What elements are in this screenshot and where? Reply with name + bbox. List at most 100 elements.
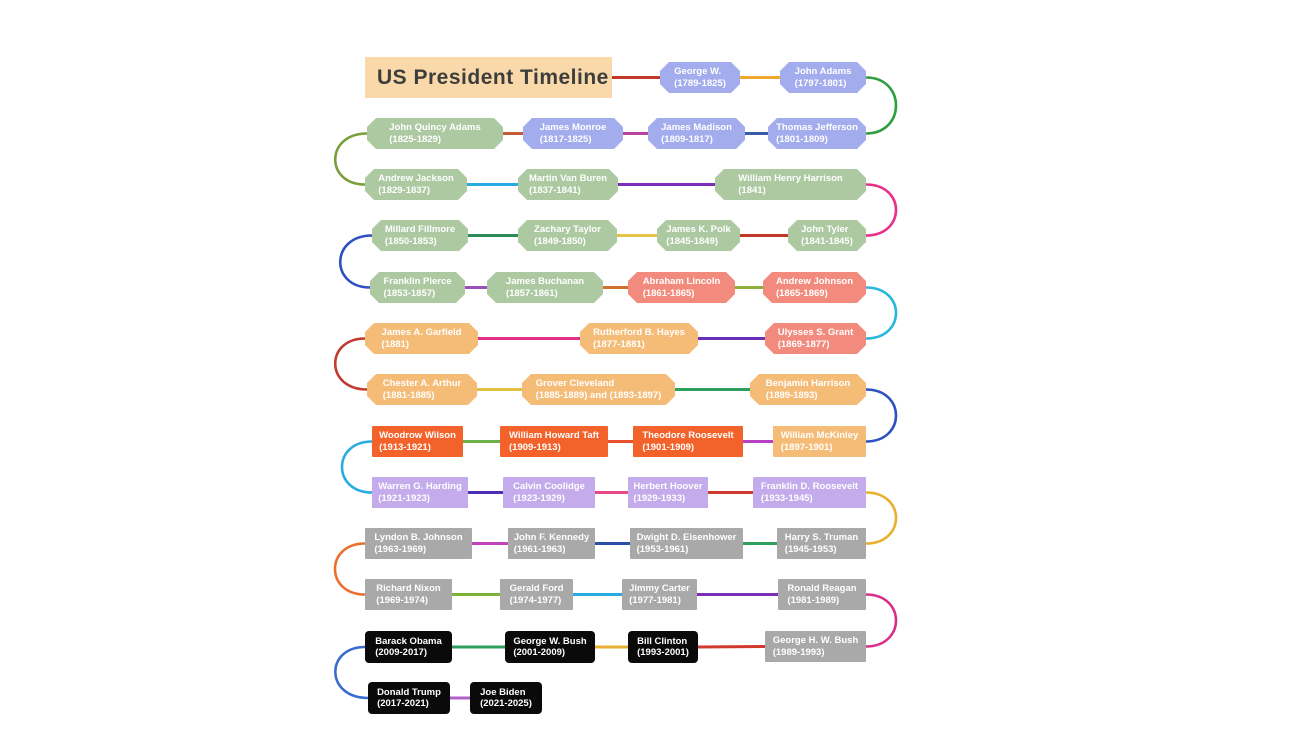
president-label: Rutherford B. Hayes(1877-1881) <box>588 327 690 350</box>
president-label: James K. Polk(1845-1849) <box>661 224 735 247</box>
president-label: Donald Trump(2017-2021) <box>372 687 446 710</box>
president-node-clinton[interactable]: Bill Clinton(1993-2001) <box>628 631 698 663</box>
president-dates: (1797-1801) <box>794 77 847 89</box>
president-dates: (1901-1909) <box>642 441 695 453</box>
president-node-mckinley[interactable]: William McKinley(1897-1901) <box>773 426 866 457</box>
president-name: James K. Polk <box>666 224 731 235</box>
president-node-reagan[interactable]: Ronald Reagan(1981-1989) <box>778 579 866 610</box>
president-node-taylor[interactable]: Zachary Taylor(1849-1850) <box>518 220 617 251</box>
president-name: Herbert Hoover <box>633 481 703 492</box>
president-node-hayes[interactable]: Rutherford B. Hayes(1877-1881) <box>580 323 698 354</box>
president-node-bharrison[interactable]: Benjamin Harrison(1889-1893) <box>750 374 866 405</box>
president-node-nixon[interactable]: Richard Nixon(1969-1974) <box>365 579 452 610</box>
president-node-wilson[interactable]: Woodrow Wilson(1913-1921) <box>372 426 463 457</box>
curve-connector <box>865 183 898 237</box>
president-dates: (1841) <box>738 184 766 196</box>
president-dates: (1841-1845) <box>801 235 853 247</box>
president-node-hoover[interactable]: Herbert Hoover(1929-1933) <box>628 477 708 508</box>
president-node-eisenhower[interactable]: Dwight D. Eisenhower(1953-1961) <box>630 528 743 559</box>
president-node-grant[interactable]: Ulysses S. Grant(1869-1877) <box>765 323 866 354</box>
president-name: John F. Kennedy <box>513 532 590 543</box>
president-label: William Henry Harrison(1841) <box>733 173 847 196</box>
president-dates: (1885-1889) and (1893-1897) <box>535 389 662 401</box>
president-node-madison[interactable]: James Madison(1809-1817) <box>648 118 745 149</box>
president-label: Calvin Coolidge(1923-1929) <box>508 481 590 504</box>
president-name: Thomas Jefferson <box>776 122 858 133</box>
president-node-monroe[interactable]: James Monroe(1817-1825) <box>523 118 623 149</box>
president-node-trump[interactable]: Donald Trump(2017-2021) <box>368 682 450 714</box>
president-node-coolidge[interactable]: Calvin Coolidge(1923-1929) <box>503 477 595 508</box>
president-dates: (1969-1974) <box>376 594 429 606</box>
president-node-obama[interactable]: Barack Obama(2009-2017) <box>365 631 452 663</box>
president-node-truman[interactable]: Harry S. Truman(1945-1953) <box>777 528 866 559</box>
curve-connector <box>865 286 898 340</box>
president-node-lbj[interactable]: Lyndon B. Johnson(1963-1969) <box>365 528 472 559</box>
curve-connector <box>340 440 373 494</box>
president-dates: (1850-1853) <box>384 235 437 247</box>
president-node-cleveland[interactable]: Grover Cleveland(1885-1889) and (1893-18… <box>522 374 675 405</box>
president-node-biden[interactable]: Joe Biden(2021-2025) <box>470 682 542 714</box>
president-node-ghwbush[interactable]: George H. W. Bush(1989-1993) <box>765 631 866 662</box>
president-node-taft[interactable]: William Howard Taft(1909-1913) <box>500 426 608 457</box>
president-dates: (1825-1829) <box>389 133 442 145</box>
president-dates: (1909-1913) <box>509 441 561 453</box>
president-dates: (1837-1841) <box>528 184 581 196</box>
president-node-buchanan[interactable]: James Buchanan(1857-1861) <box>487 272 603 303</box>
president-dates: (1853-1857) <box>383 287 436 299</box>
president-node-pierce[interactable]: Franklin Pierce(1853-1857) <box>370 272 465 303</box>
president-label: James Madison(1809-1817) <box>656 122 737 145</box>
president-dates: (1829-1837) <box>378 184 431 196</box>
curve-connector <box>865 76 898 135</box>
president-name: Grover Cleveland <box>535 378 615 389</box>
president-node-jqadams[interactable]: John Quincy Adams(1825-1829) <box>367 118 503 149</box>
president-node-jackson[interactable]: Andrew Jackson(1829-1837) <box>365 169 467 200</box>
president-node-vanburen[interactable]: Martin Van Buren(1837-1841) <box>518 169 618 200</box>
president-label: James Monroe(1817-1825) <box>535 122 612 145</box>
president-label: John Quincy Adams(1825-1829) <box>384 122 486 145</box>
president-label: Barack Obama(2009-2017) <box>370 636 447 659</box>
president-node-kennedy[interactable]: John F. Kennedy(1961-1963) <box>508 528 595 559</box>
president-label: William McKinley(1897-1901) <box>776 430 864 453</box>
president-node-arthur[interactable]: Chester A. Arthur(1881-1885) <box>367 374 477 405</box>
president-node-adams[interactable]: John Adams(1797-1801) <box>780 62 866 93</box>
president-name: Martin Van Buren <box>528 173 608 184</box>
president-node-harding[interactable]: Warren G. Harding(1921-1923) <box>372 477 468 508</box>
president-node-polk[interactable]: James K. Polk(1845-1849) <box>657 220 740 251</box>
president-label: Franklin D. Roosevelt(1933-1945) <box>756 481 863 504</box>
president-node-lincoln[interactable]: Abraham Lincoln(1861-1865) <box>628 272 735 303</box>
president-node-whharrison[interactable]: William Henry Harrison(1841) <box>715 169 866 200</box>
president-label: Abraham Lincoln(1861-1865) <box>638 276 726 299</box>
president-name: Rutherford B. Hayes <box>593 327 685 338</box>
curve-connector <box>865 388 898 443</box>
president-node-ford[interactable]: Gerald Ford(1974-1977) <box>500 579 573 610</box>
president-node-troosevelt[interactable]: Theodore Roosevelt(1901-1909) <box>633 426 743 457</box>
president-label: Gerald Ford(1974-1977) <box>505 583 569 606</box>
president-label: John F. Kennedy(1961-1963) <box>509 532 594 555</box>
president-dates: (1849-1850) <box>534 235 586 247</box>
president-node-washington[interactable]: George W.(1789-1825) <box>660 62 740 93</box>
president-node-carter[interactable]: Jimmy Carter(1977-1981) <box>622 579 697 610</box>
president-node-jefferson[interactable]: Thomas Jefferson(1801-1809) <box>768 118 866 149</box>
title-shape[interactable]: US President Timeline <box>365 57 612 98</box>
president-name: Zachary Taylor <box>534 224 601 235</box>
page-title: US President Timeline <box>377 65 609 89</box>
president-name: Franklin D. Roosevelt <box>760 481 859 492</box>
president-dates: (1961-1963) <box>513 543 566 555</box>
president-label: Theodore Roosevelt(1901-1909) <box>637 430 738 453</box>
president-name: William McKinley <box>780 430 859 441</box>
president-node-ajohnson[interactable]: Andrew Johnson(1865-1869) <box>763 272 866 303</box>
president-label: Ronald Reagan(1981-1989) <box>782 583 861 606</box>
president-node-gwbush[interactable]: George W. Bush(2001-2009) <box>505 631 595 663</box>
president-dates: (1993-2001) <box>637 647 689 658</box>
president-node-fillmore[interactable]: Millard Fillmore(1850-1853) <box>372 220 468 251</box>
president-name: William Henry Harrison <box>738 173 843 184</box>
president-name: John Quincy Adams <box>389 122 481 133</box>
president-node-fdr[interactable]: Franklin D. Roosevelt(1933-1945) <box>753 477 866 508</box>
president-name: Benjamin Harrison <box>765 378 851 389</box>
president-node-garfield[interactable]: James A. Garfield(1881) <box>365 323 478 354</box>
president-node-tyler[interactable]: John Tyler(1841-1845) <box>788 220 866 251</box>
president-label: Franklin Pierce(1853-1857) <box>378 276 456 299</box>
president-name: George W. Bush <box>513 635 587 647</box>
president-dates: (1913-1921) <box>379 441 431 453</box>
